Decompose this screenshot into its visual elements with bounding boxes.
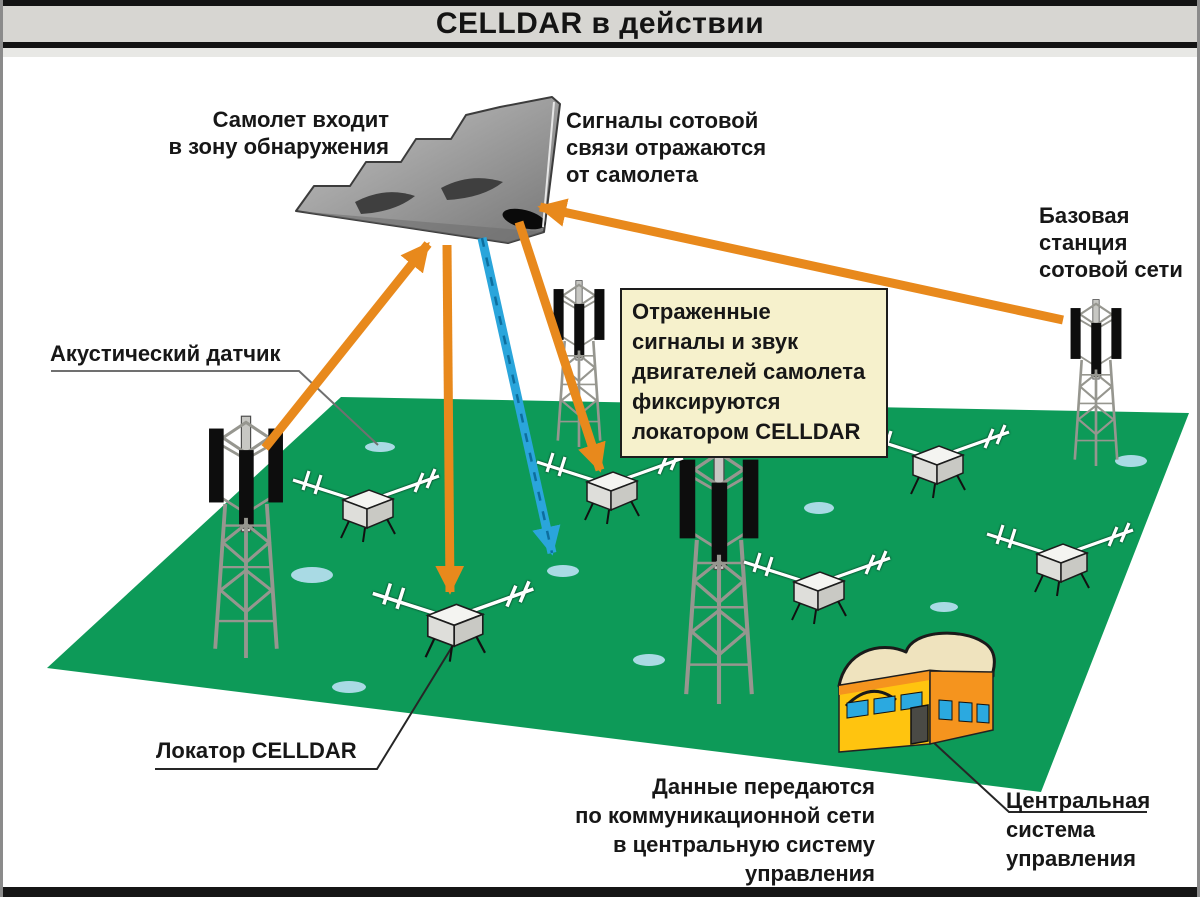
title-divider [3, 42, 1197, 48]
diagram-scene [47, 96, 1189, 813]
ground-spots [291, 442, 1147, 693]
label-celldar-locator: Локатор CELLDAR [156, 738, 357, 763]
label-signals-reflect: Сигналы сотовой связи отражаются от само… [566, 108, 767, 187]
label-data-path: Данные передаются по коммуникационной се… [575, 774, 875, 886]
label-aircraft-enters: Самолет входит в зону обнаружения [168, 107, 390, 159]
central-system-leader [932, 741, 1147, 813]
reflected-arrow-to-locator [435, 244, 465, 595]
title-subbar [3, 48, 1197, 57]
reflected-arrow-to-sensor [514, 220, 606, 473]
base-station-tower [1069, 298, 1123, 468]
page-title: CELLDAR в действии [435, 7, 765, 40]
label-central-system: Центральная система управления [1006, 788, 1151, 871]
locator-leader [155, 641, 456, 770]
label-base-station: Базовая станция сотовой сети [1039, 203, 1183, 282]
bottom-border [3, 887, 1197, 897]
sound-arrow-dash-detail [480, 237, 554, 554]
note-reflected-signals: Отраженные сигналы и звук двигателей сам… [620, 288, 888, 458]
signal-arrow-left-tower-to-aircraft [261, 241, 432, 451]
control-center-building [837, 631, 996, 753]
title-bar: CELLDAR в действии [3, 6, 1197, 42]
label-acoustic-sensor: Акустический датчик [50, 341, 281, 366]
top-border [3, 0, 1197, 6]
signal-arrow-base-station-to-aircraft [537, 198, 1064, 325]
acoustic-sensor-leader [51, 370, 379, 446]
